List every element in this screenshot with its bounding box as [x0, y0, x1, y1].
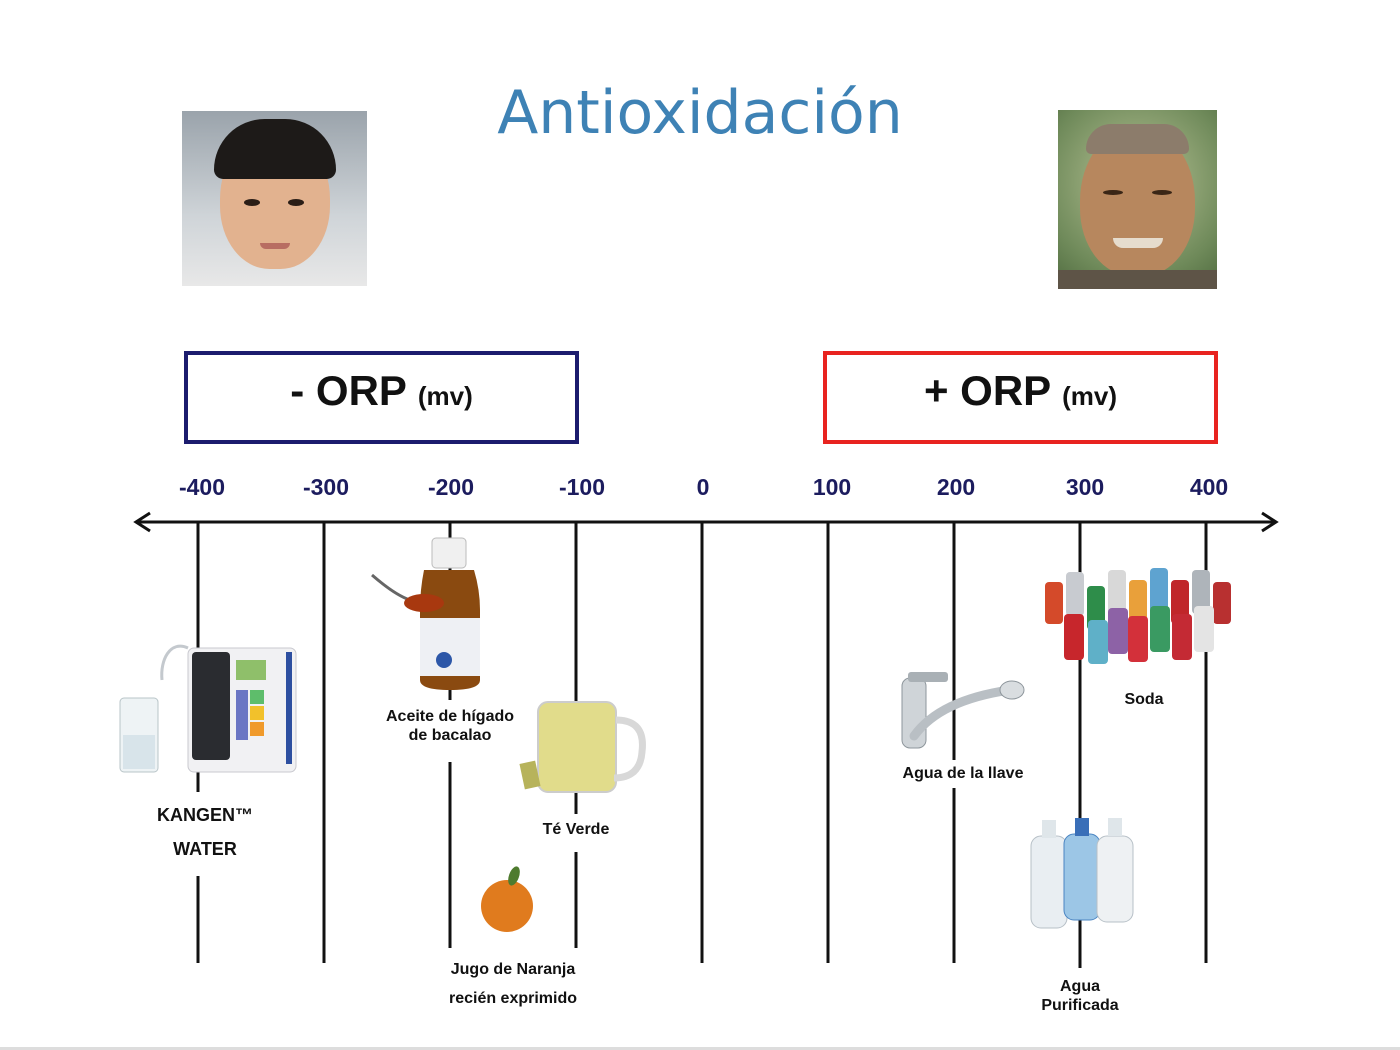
tick-label-100: 100	[812, 474, 852, 500]
elderly-man-photo	[1058, 110, 1217, 289]
slide-title: Antioxidación	[497, 78, 903, 148]
green-tea-label: Té Verde	[542, 821, 610, 838]
faucet-image	[901, 672, 1025, 749]
left-arrow-icon	[133, 511, 151, 533]
label-line: Jugo de Naranja	[450, 961, 576, 978]
tick-label-300: 300	[1065, 474, 1105, 500]
right-arrow-icon	[1261, 511, 1279, 533]
tick-label-minus-200: -200	[427, 474, 475, 500]
label-line: Aceite de hígado	[385, 708, 515, 725]
green-tea-image	[519, 701, 646, 793]
positive-orp-label: + ORP	[923, 367, 1051, 414]
soda-cans-image	[1045, 568, 1231, 664]
negative-orp-unit: (mv)	[417, 381, 473, 411]
negative-orp-label: - ORP	[290, 367, 407, 414]
label-line: recién exprimido	[448, 990, 578, 1007]
positive-orp-box: + ORP (mv)	[823, 351, 1218, 444]
purified-water-label: Agua Purificada	[1020, 977, 1140, 1015]
young-boy-photo	[182, 111, 367, 286]
tick-label-400: 400	[1189, 474, 1229, 500]
tap-water-label: Agua de la llave	[902, 765, 1024, 782]
label-line: Agua	[1060, 978, 1100, 995]
tick-label-minus-400: -400	[178, 474, 226, 500]
tick-label-minus-300: -300	[302, 474, 350, 500]
orange-image	[481, 866, 533, 932]
kangen-water-machine-image	[119, 644, 297, 773]
positive-orp-unit: (mv)	[1062, 381, 1118, 411]
tick-label-200: 200	[936, 474, 976, 500]
label-line: de bacalao	[408, 727, 492, 744]
kangen-water-label: KANGEN™ WATER	[130, 798, 280, 866]
soda-label: Soda	[1124, 691, 1164, 708]
slide-bottom-edge	[0, 1047, 1400, 1050]
purified-water-bottles-image	[1030, 818, 1134, 929]
cod-liver-oil-label: Aceite de hígado de bacalao	[370, 707, 530, 745]
label-line: Purificada	[1041, 997, 1119, 1014]
label-line: WATER	[173, 839, 237, 859]
tick-label-minus-100: -100	[558, 474, 606, 500]
negative-orp-box: - ORP (mv)	[184, 351, 579, 444]
cod-liver-oil-image	[371, 537, 480, 690]
tick-label-0: 0	[696, 474, 710, 500]
label-line: KANGEN™	[156, 805, 253, 825]
orange-juice-label: Jugo de Naranja recién exprimido	[433, 955, 593, 1013]
